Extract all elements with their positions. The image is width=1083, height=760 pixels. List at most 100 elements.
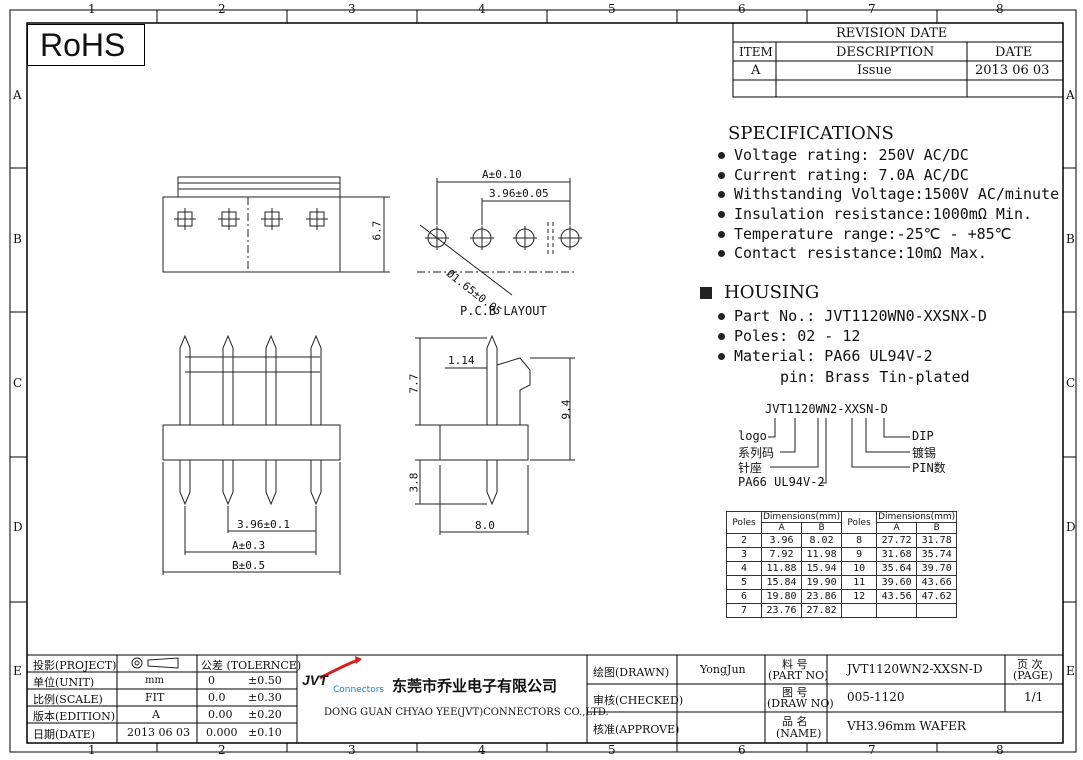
dim-table-header-dim: Dimensions(mm) xyxy=(760,511,843,523)
dim-table-cell: 35.64 xyxy=(876,561,918,576)
border-column-label: 8 xyxy=(996,2,1004,16)
scale-label: 比例(SCALE) xyxy=(33,693,103,706)
dim-side-38: 3.8 xyxy=(407,472,421,493)
border-row-label: D xyxy=(13,520,23,534)
border-column-label: 2 xyxy=(218,2,226,16)
dim-table-cell: 35.74 xyxy=(916,547,958,562)
page-label-en: (PAGE) xyxy=(1013,669,1053,682)
dim-table-cell: 19.80 xyxy=(760,589,803,604)
dim-table-cell: 23.76 xyxy=(760,603,803,618)
company-logo: JVT xyxy=(302,672,328,688)
tolerance-value: ±0.30 xyxy=(248,691,282,704)
dim-table-cell: 3 xyxy=(726,547,762,562)
side-view xyxy=(415,334,575,535)
border-row-label: B xyxy=(13,232,22,246)
dim-pcb-a: A±0.10 xyxy=(482,168,522,181)
tolerance-label: 公差 (TOLERNCE) xyxy=(201,659,302,672)
part-code-label-header: 针座 xyxy=(738,461,763,475)
revision-title: REVISION DATE xyxy=(836,26,948,41)
dim-top-height: 6.7 xyxy=(370,220,384,241)
dim-table-cell: 8 xyxy=(841,533,878,548)
dim-pcb-pitch: 3.96±0.05 xyxy=(489,187,549,200)
housing-item: Part No.: JVT1120WN0-XXSNX-D xyxy=(718,307,987,325)
dim-table-cell: 4 xyxy=(726,561,762,576)
dim-table-header-poles-2: Poles xyxy=(841,511,878,534)
border-row-label: A xyxy=(13,88,22,102)
drawno-label-cn: 图 号 xyxy=(782,686,808,699)
dim-table-cell: 15.84 xyxy=(760,575,803,590)
dim-table-cell: 7.92 xyxy=(760,547,803,562)
border-column-label: 5 xyxy=(608,743,616,757)
top-pin-squares xyxy=(174,208,328,230)
dim-table-cell: 2 xyxy=(726,533,762,548)
dim-table-header-a-2: A xyxy=(876,522,918,534)
part-code-label-plating: 镀锡 xyxy=(912,446,937,460)
border-row-label: A xyxy=(1066,88,1075,102)
pcb-layout xyxy=(417,178,582,296)
part-code-leaders xyxy=(768,418,910,484)
dim-table-cell: 15.94 xyxy=(801,561,843,576)
tolerance-precision: 0 xyxy=(208,674,215,687)
dim-table-header-poles: Poles xyxy=(726,511,762,534)
housing-item: Material: PA66 UL94V-2 xyxy=(718,347,933,365)
border-column-label: 3 xyxy=(348,743,356,757)
dim-table-cell: 12 xyxy=(841,589,878,604)
dim-table-cell: 10 xyxy=(841,561,878,576)
spec-item: Contact resistance:10mΩ Max. xyxy=(718,244,987,262)
dim-side-114: 1.14 xyxy=(448,354,475,367)
dim-side-77: 7.7 xyxy=(407,373,421,394)
dim-table-cell: 19.90 xyxy=(801,575,843,590)
dim-front-pitch: 3.96±0.1 xyxy=(237,518,290,531)
partno-label-en: (PART NO) xyxy=(768,669,829,682)
border-column-label: 8 xyxy=(996,743,1004,757)
revision-header-description: DESCRIPTION xyxy=(836,45,935,60)
edition-value: A xyxy=(152,708,160,721)
dim-table-cell: 6 xyxy=(726,589,762,604)
partno-value: JVT1120WN2-XXSN-D xyxy=(847,662,983,676)
dim-table-cell: 39.60 xyxy=(876,575,918,590)
spec-item: Voltage rating: 250V AC/DC xyxy=(718,146,969,164)
border-row-label: E xyxy=(1066,664,1075,678)
border-column-label: 1 xyxy=(88,2,96,16)
dim-table-cell: 11.98 xyxy=(801,547,843,562)
company-logo-sub: Connectors xyxy=(333,685,385,695)
dim-table-cell: 23.86 xyxy=(801,589,843,604)
date-value: 2013 06 03 xyxy=(127,726,190,739)
project-label: 投影(PROJECT) xyxy=(33,659,117,672)
projection-symbol xyxy=(131,657,179,669)
edition-label: 版本(EDITION) xyxy=(33,710,116,723)
dim-table-cell: 27.72 xyxy=(876,533,918,548)
partno-label-cn: 料 号 xyxy=(782,658,808,671)
spec-item: Temperature range:-25℃ - +85℃ xyxy=(718,225,1012,243)
spec-item: Withstanding Voltage:1500V AC/minute xyxy=(718,185,1059,203)
dim-table-cell: 31.68 xyxy=(876,547,918,562)
unit-value: mm xyxy=(145,675,164,686)
dim-table-cell: 39.70 xyxy=(916,561,958,576)
dim-front-a: A±0.3 xyxy=(232,539,266,552)
dim-table-cell xyxy=(841,603,878,618)
border-column-label: 2 xyxy=(218,743,226,757)
spec-item: Insulation resistance:1000mΩ Min. xyxy=(718,205,1032,223)
company-name-cn: 东莞市乔业电子有限公司 xyxy=(392,677,558,695)
drawn-label: 绘图(DRAWN) xyxy=(593,666,670,679)
dim-table-cell: 47.62 xyxy=(916,589,958,604)
dim-table-cell: 43.56 xyxy=(876,589,918,604)
spec-item: Current rating: 7.0A AC/DC xyxy=(718,166,969,184)
dim-table-cell xyxy=(876,603,918,618)
dim-side-80: 8.0 xyxy=(475,519,495,532)
housing-pin-line: pin: Brass Tin-plated xyxy=(780,368,970,386)
dim-table-header-a: A xyxy=(760,522,803,534)
dim-table-cell xyxy=(916,603,958,618)
name-label-en: (NAME) xyxy=(776,727,822,740)
border-column-label: 1 xyxy=(88,743,96,757)
border-row-label: E xyxy=(13,664,22,678)
page-label-cn: 页 次 xyxy=(1017,658,1043,671)
top-view xyxy=(162,176,390,273)
border-row-label: C xyxy=(1066,376,1076,390)
dim-table-cell: 27.82 xyxy=(801,603,843,618)
border-column-label: 3 xyxy=(348,2,356,16)
part-code-label-series: 系列码 xyxy=(738,446,775,460)
